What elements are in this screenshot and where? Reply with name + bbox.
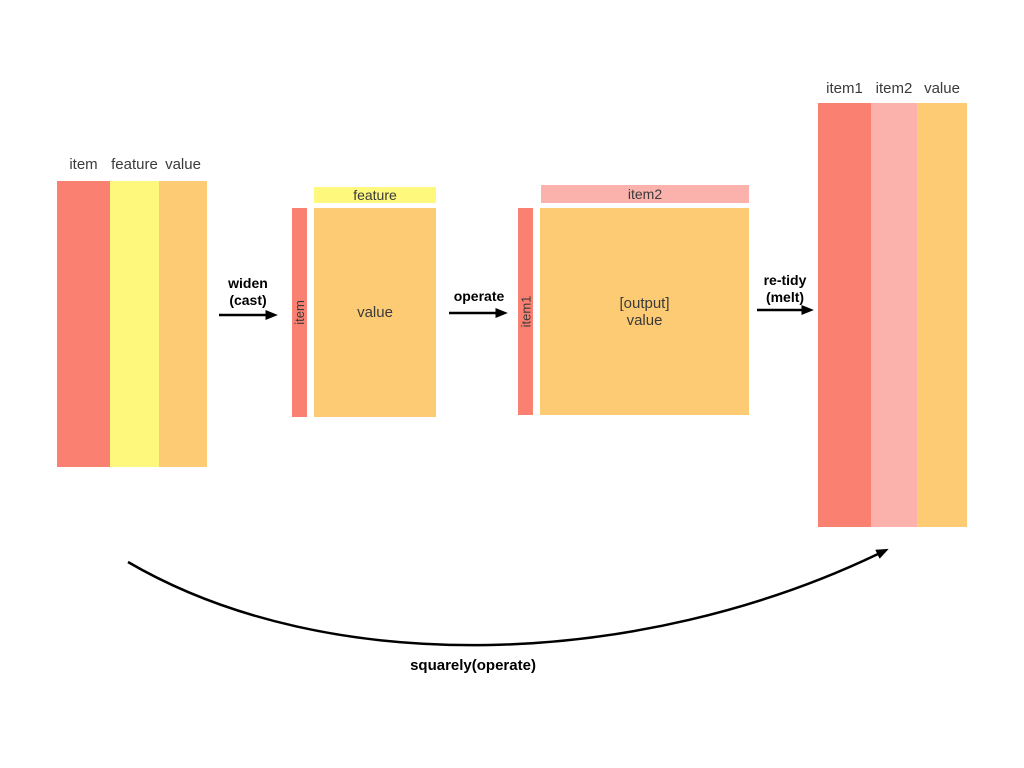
wide-matrix-feature-bar: feature [314, 187, 436, 203]
widen-label-line1: widen [228, 275, 268, 291]
squarely-operate-label: squarely(operate) [410, 657, 536, 674]
output-matrix-value-line2: value [626, 311, 663, 329]
right-table-header-item2: item2 [875, 80, 913, 97]
output-matrix-value-block: [output] value [540, 208, 749, 415]
retidy-label-line2: (melt) [765, 289, 805, 305]
left-table-column-item [57, 181, 110, 467]
output-matrix-item1-label: item1 [518, 295, 534, 328]
squarely-arrow-curve [127, 548, 889, 647]
wide-matrix-value-block: value [314, 208, 436, 417]
retidy-melt-label: re-tidy (melt) [735, 272, 835, 306]
right-table-header-item1: item1 [826, 80, 863, 97]
right-table-column-item2 [871, 103, 917, 527]
wide-matrix-value-label: value [357, 304, 393, 321]
operate-label: operate [453, 288, 505, 304]
left-table-column-value [159, 181, 207, 467]
left-table-column-feature [110, 181, 159, 467]
right-table-column-item1 [818, 103, 871, 527]
left-table-header-item: item [69, 156, 98, 173]
wide-matrix-feature-label: feature [353, 187, 397, 203]
right-table-header-value: value [924, 80, 960, 97]
wide-matrix-item-label: item [292, 300, 307, 325]
output-matrix-value-line1: [output] [619, 294, 670, 312]
left-table-header-value: value [165, 156, 201, 173]
right-table-column-value [917, 103, 967, 527]
retidy-label-line1: re-tidy [763, 272, 807, 288]
wide-matrix-item-bar: item [292, 208, 307, 417]
left-table-header-feature: feature [111, 156, 158, 173]
output-matrix-item1-bar: item1 [518, 208, 533, 415]
output-matrix-item2-bar: item2 [541, 185, 749, 203]
widen-cast-label: widen (cast) [198, 275, 298, 309]
output-matrix-item2-label: item2 [627, 186, 663, 202]
widen-label-line2: (cast) [229, 292, 267, 308]
